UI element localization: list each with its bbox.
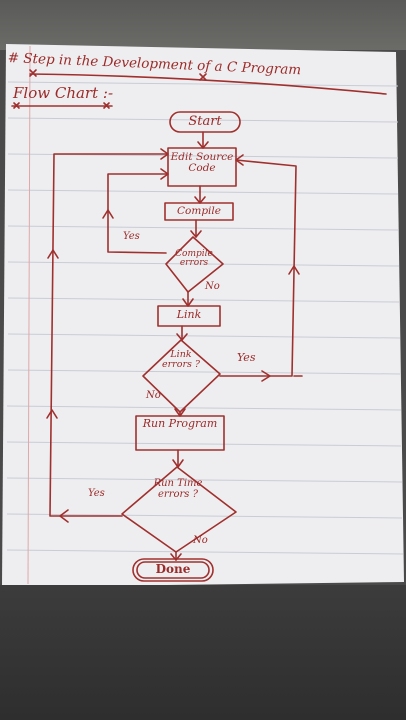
done-terminal-outer (132, 558, 214, 582)
edit-label: Edit Source Code (170, 151, 234, 175)
edge-runtime-yes-up2 (47, 249, 59, 259)
flowchart-canvas (2, 44, 404, 587)
link-no-label: No (146, 390, 161, 401)
heading-underline (29, 73, 387, 95)
page-subheading: Flow Chart :- (13, 84, 114, 102)
edge-runtime-yes-up1 (46, 409, 58, 419)
runtime-errors-label: Run Time errors ? (153, 478, 203, 500)
edge-compile-diamond-head (190, 230, 202, 238)
heading-mark-left (29, 69, 37, 77)
subheading-marks (13, 102, 110, 109)
notebook-page: # Step in the Development of a C Program… (0, 42, 406, 587)
compile-box (164, 202, 234, 221)
background-top (0, 0, 406, 50)
link-label: Link (176, 308, 202, 321)
edge-runtime-yes-head (160, 148, 169, 160)
compile-errors-label: Compile errors (175, 249, 213, 269)
background-table (0, 585, 406, 720)
edge-link-yes-head (235, 154, 244, 166)
run-label: Run Program (142, 417, 218, 430)
done-label: Done (155, 562, 191, 576)
edge-link-yes (219, 159, 297, 377)
link-yes-label: Yes (237, 351, 256, 364)
compile-label: Compile (177, 205, 221, 217)
compile-no-label: No (205, 281, 220, 292)
paper-sheet (2, 44, 404, 587)
runtime-no-label: No (193, 535, 208, 546)
ruled-lines (6, 81, 404, 555)
done-terminal-inner (136, 561, 210, 579)
edit-box (167, 147, 237, 187)
edge-runtime-no-head (170, 553, 182, 561)
edge-runtime-yes-left (59, 509, 69, 523)
link-errors-label: Link errors ? (162, 349, 200, 370)
edge-link-yes-arrow (261, 370, 271, 382)
margin-line (27, 45, 31, 585)
edge-compile-yes (107, 173, 169, 254)
edge-compile-yes-up (102, 209, 114, 219)
run-box (135, 415, 225, 451)
link-box (157, 305, 221, 327)
heading-mark-mid (199, 73, 207, 81)
compile-yes-label: Yes (123, 231, 140, 242)
runtime-yes-label: Yes (88, 488, 105, 499)
edge-link-yes-up (288, 265, 300, 275)
edge-compile-yes-head (160, 168, 169, 180)
start-terminal (169, 111, 241, 133)
start-label: Start (188, 114, 222, 129)
edge-runtime-yes (49, 153, 169, 517)
